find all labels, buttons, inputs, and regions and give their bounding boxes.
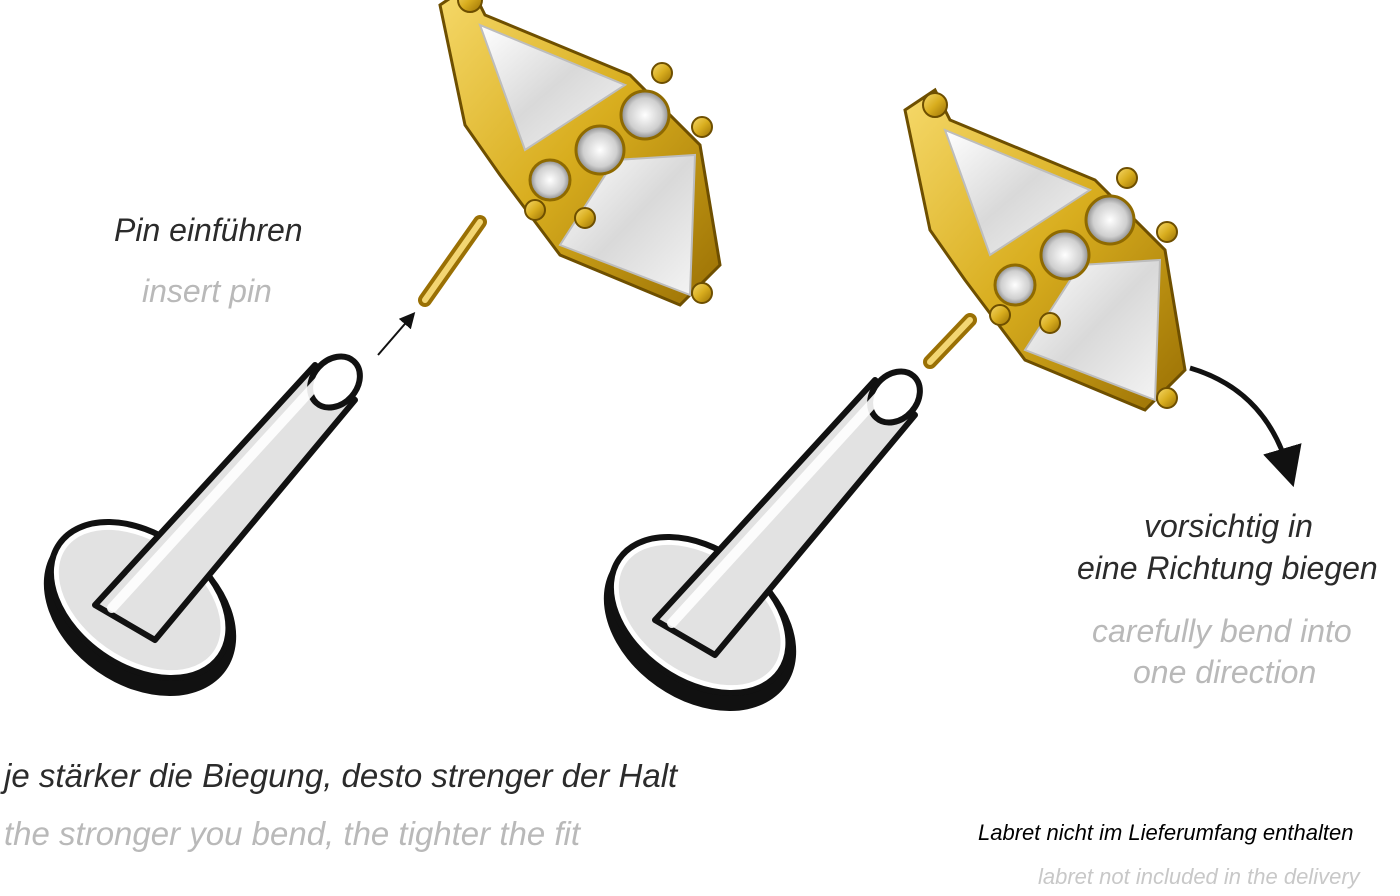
bend-label-de-line2: eine Richtung biegen <box>1077 550 1378 586</box>
labret-illustration <box>571 361 930 746</box>
insert-pin-label-de: Pin einführen <box>114 212 303 248</box>
gold-top-illustration <box>903 88 1187 412</box>
bend-label-de-line1: vorsichtig in <box>1144 508 1313 544</box>
bend-label-en-line2: one direction <box>1133 654 1317 690</box>
labret-illustration <box>11 346 370 731</box>
fit-note-de: je stärker die Biegung, desto strenger d… <box>4 757 678 794</box>
fit-note-en: the stronger you bend, the tighter the f… <box>4 815 581 852</box>
insert-pin-label-en: insert pin <box>142 273 272 309</box>
gold-top-illustration <box>418 0 722 307</box>
insert-arrow-icon <box>377 311 416 356</box>
delivery-note-de: Labret nicht im Lieferumfang enthalten <box>978 820 1354 845</box>
delivery-note-en: labret not included in the delivery <box>1038 864 1360 889</box>
bend-label-en-line1: carefully bend into <box>1092 613 1352 649</box>
bend-arrow-icon <box>1189 365 1302 488</box>
